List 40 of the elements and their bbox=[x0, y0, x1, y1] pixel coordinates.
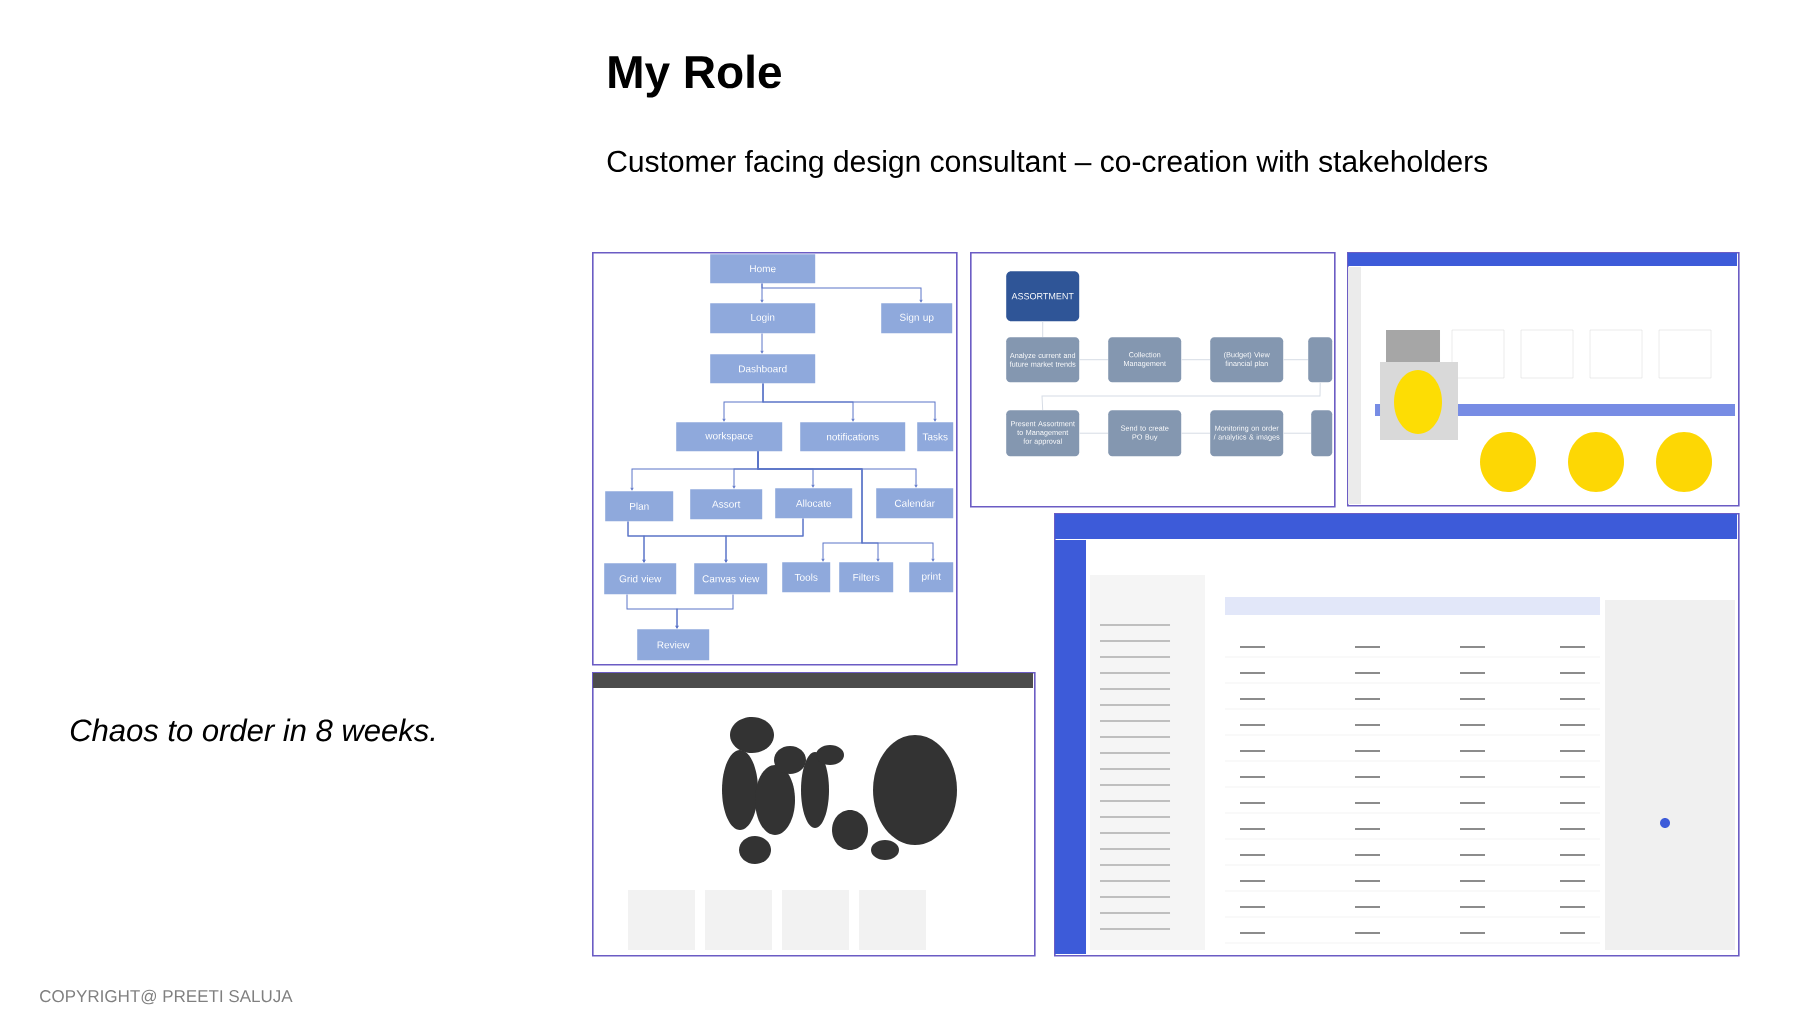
arrow bbox=[762, 382, 937, 422]
slide-title: My Role bbox=[609, 54, 781, 98]
connector-line bbox=[1041, 381, 1321, 411]
flow-box: print bbox=[909, 562, 954, 593]
copyright-note: COPYRIGHT@ PREETI SALUJA bbox=[40, 989, 293, 1005]
connector-line bbox=[1180, 359, 1211, 361]
flow-box: Plan bbox=[605, 491, 674, 522]
arrow bbox=[761, 282, 923, 303]
flow-box: Canvas view bbox=[694, 563, 768, 595]
flow-box: Filters bbox=[839, 562, 894, 593]
connector-line bbox=[1282, 359, 1309, 361]
connector-line bbox=[1078, 359, 1109, 361]
arrow bbox=[760, 332, 764, 354]
step-box bbox=[1311, 410, 1333, 457]
arrow bbox=[675, 593, 734, 629]
flow-box: Assort bbox=[690, 489, 763, 520]
flow-box: Tasks bbox=[917, 422, 954, 452]
arrow bbox=[757, 450, 935, 562]
app-screenshot bbox=[592, 672, 1036, 957]
subtitle: Customer facing design consultant – co-creation with stakeholders bbox=[607, 150, 1488, 178]
screenshot-frame bbox=[592, 252, 958, 666]
step-box bbox=[1308, 337, 1333, 383]
flow-box: Home bbox=[710, 254, 816, 284]
app-screenshot bbox=[1054, 513, 1740, 957]
screenshot-frame bbox=[970, 252, 1336, 508]
flow-box: Grid view bbox=[604, 563, 677, 595]
flow-box: Review bbox=[637, 629, 710, 661]
heading-box: ASSORTMENT bbox=[1006, 271, 1080, 322]
app-screenshot bbox=[1347, 252, 1740, 507]
tagline: Chaos to order in 8 weeks. bbox=[70, 718, 435, 742]
arrow bbox=[724, 517, 804, 563]
flow-box: Allocate bbox=[775, 488, 853, 519]
flow-box: workspace bbox=[676, 422, 783, 452]
flow-box: Dashboard bbox=[710, 354, 816, 384]
flow-box: Login bbox=[710, 303, 816, 334]
flow-box: Tools bbox=[782, 562, 831, 593]
flow-box: Sign up bbox=[881, 303, 953, 334]
flow-box: Calendar bbox=[876, 488, 954, 519]
connector-line bbox=[1042, 320, 1044, 338]
flow-box: notifications bbox=[800, 422, 906, 452]
